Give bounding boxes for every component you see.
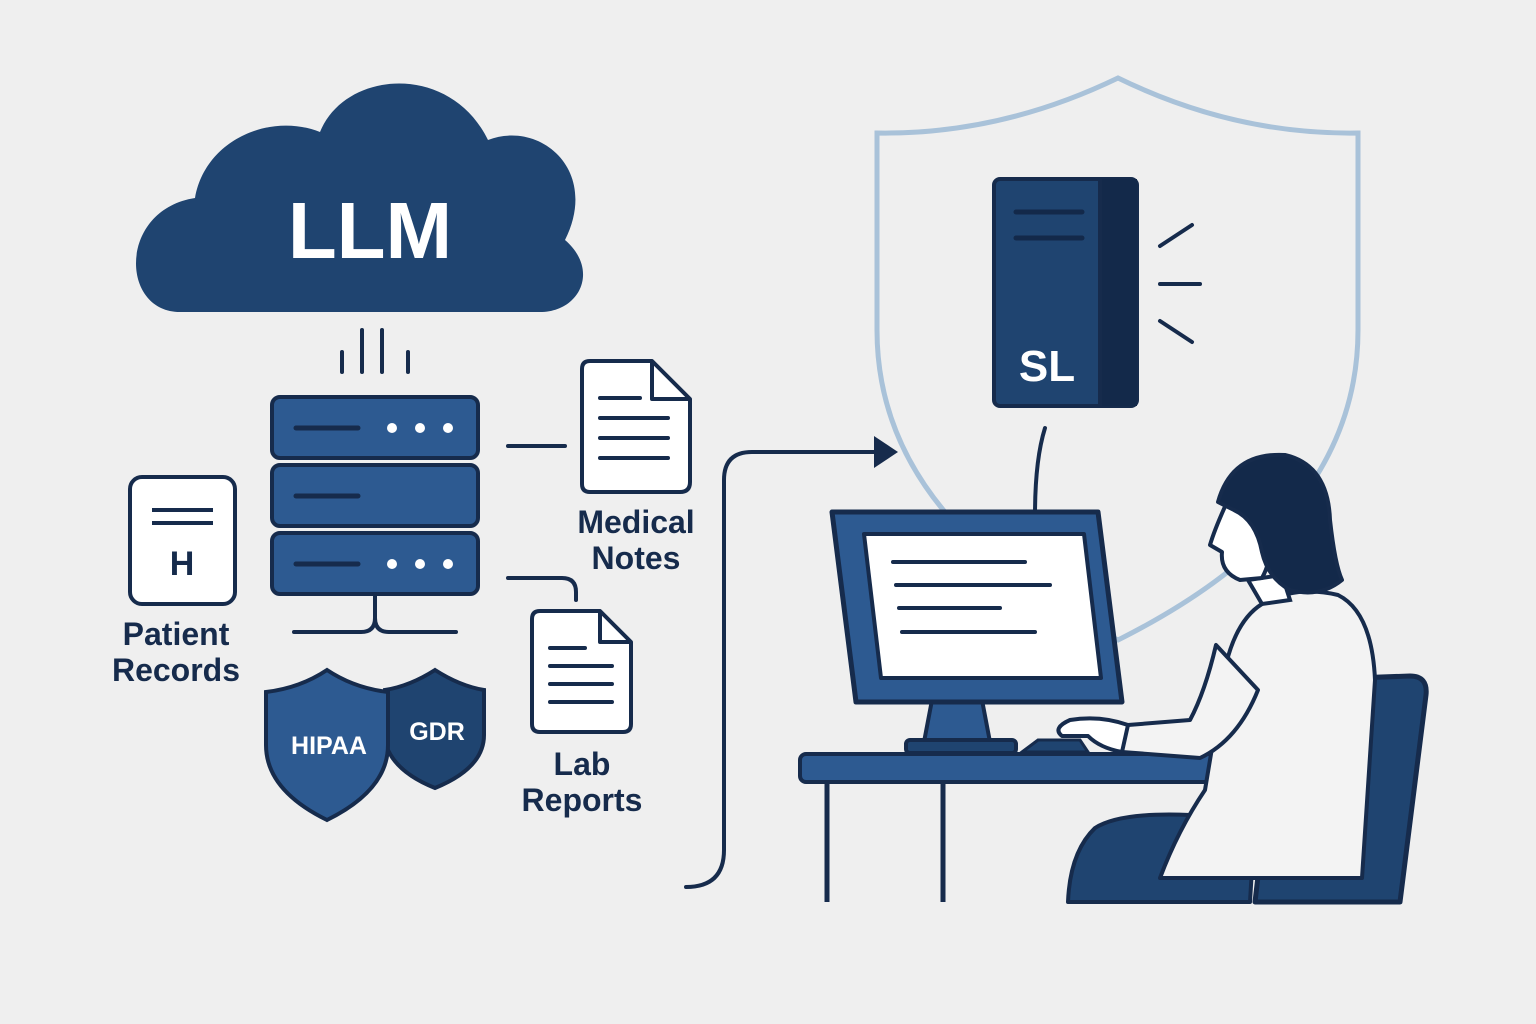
patient-records-document-icon: H [128, 475, 237, 606]
connector-lab-reports [506, 576, 578, 602]
local-server-label: SL [1019, 342, 1075, 391]
lab-reports-label-line2: Reports [522, 782, 643, 818]
signal-lines [340, 328, 410, 374]
server-activity-lines [1158, 223, 1202, 344]
cloud-label: LLM [288, 186, 452, 275]
flow-arrow [684, 436, 898, 889]
patient-records-glyph: H [170, 545, 195, 583]
hipaa-shield-icon: HIPAA [264, 667, 390, 823]
lab-reports-label-line1: Lab [554, 746, 611, 782]
security-shield-icon [874, 75, 1361, 643]
doctor-figure [1056, 452, 1377, 904]
medical-notes-document-icon [580, 359, 692, 494]
patient-records-label-line1: Patient [123, 616, 230, 652]
local-server-icon: SL [992, 177, 1139, 408]
gdpr-badge-label: GDR [409, 718, 465, 746]
computer-monitor-icon [829, 509, 1125, 755]
medical-notes-label-line2: Notes [592, 540, 681, 576]
lab-reports-document-icon [530, 609, 633, 734]
patient-records-label-line2: Records [112, 652, 240, 688]
arrow-head-icon [874, 436, 898, 468]
llm-cloud-icon: LLM [136, 83, 584, 312]
medical-notes-label-line1: Medical [577, 504, 694, 540]
server-rack-icon [270, 395, 480, 634]
server-cable [1033, 426, 1047, 517]
gdpr-shield-icon: GDR [382, 667, 486, 791]
keyboard-icon [1017, 738, 1091, 754]
hipaa-badge-label: HIPAA [291, 732, 367, 760]
